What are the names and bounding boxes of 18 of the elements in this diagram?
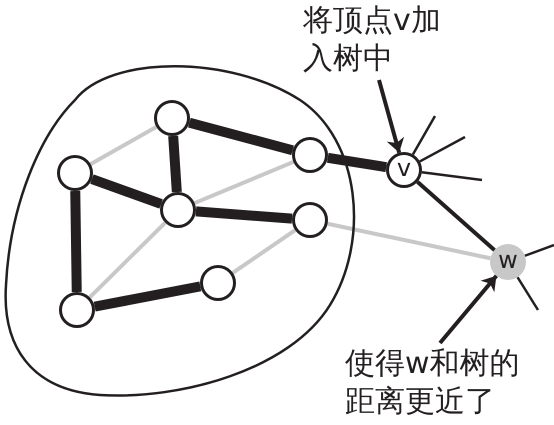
tree-edge [196, 206, 292, 224]
tree-edge [326, 152, 388, 172]
leader-arrow [377, 79, 404, 154]
tree-edge [188, 118, 294, 156]
non-tree-edge [88, 221, 167, 299]
annotation-text: 将顶点v加入树中 [303, 2, 448, 77]
leader-arrow [438, 274, 498, 344]
non-tree-edge [194, 160, 294, 205]
edge-line [416, 180, 496, 252]
edge-stub [524, 244, 554, 257]
edge-stub [422, 171, 482, 182]
tree-edge [94, 281, 202, 312]
tree-edge [168, 136, 182, 192]
annotation-text: 使得w和树的距离更近了 [345, 345, 520, 420]
edge-stub [516, 276, 540, 311]
non-tree-edge [232, 228, 296, 274]
non-tree-edge [327, 222, 491, 260]
tree-edge [70, 190, 82, 292]
